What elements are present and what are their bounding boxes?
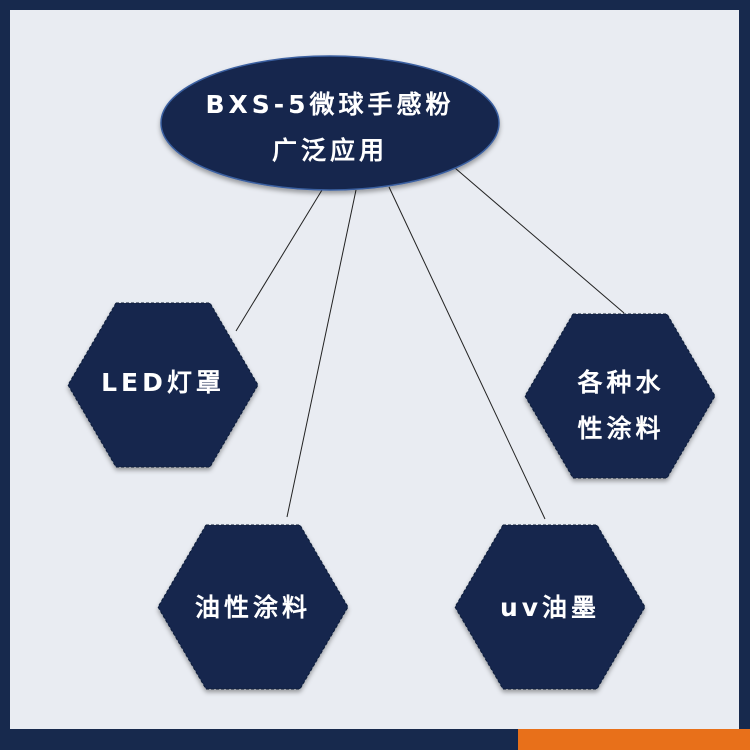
node-uv-hexagon (454, 524, 646, 690)
node-oil-text: 油性涂料 (194, 593, 311, 622)
node-uv-label: uv油墨 (455, 585, 645, 631)
center-subtitle: 广泛应用 (271, 136, 388, 165)
center-title: BXS-5微球手感粉 (205, 90, 455, 119)
node-oil-label: 油性涂料 (158, 585, 348, 631)
node-water-hexagon (524, 313, 716, 479)
node-water-label: 各种水 性涂料 (526, 360, 716, 452)
center-node-label: BXS-5微球手感粉 广泛应用 (165, 82, 495, 174)
node-uv-text: uv油墨 (499, 593, 601, 622)
node-led-label: LED灯罩 (68, 360, 258, 406)
node-led-text: LED灯罩 (101, 368, 225, 397)
connector-water (454, 167, 625, 314)
accent-bar (518, 729, 750, 750)
node-water-text-1: 各种水 (577, 368, 665, 397)
connector-uv (388, 186, 546, 520)
connector-oil (286, 189, 357, 518)
node-led-hexagon (67, 302, 259, 468)
connector-led (235, 189, 323, 332)
node-water-text-2: 性涂料 (577, 414, 665, 443)
center-node (160, 55, 500, 191)
node-oil-hexagon (157, 524, 349, 690)
